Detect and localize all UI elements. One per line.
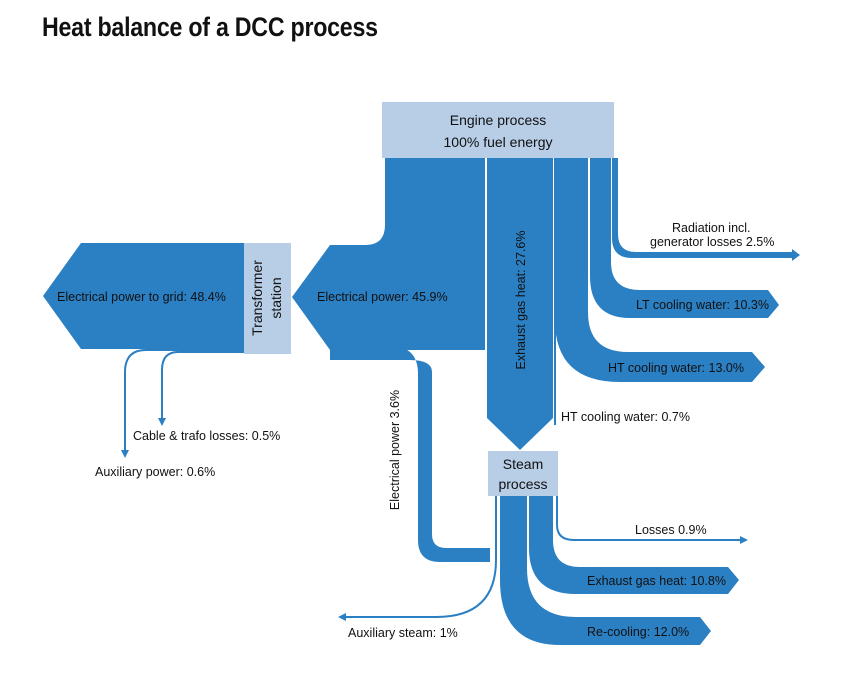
transformer-station-box xyxy=(244,243,291,354)
losses-line xyxy=(556,495,742,541)
electrical-power-grid-label: Electrical power to grid: 48.4% xyxy=(57,290,226,304)
transformer-station-sublabel: station xyxy=(268,277,284,318)
steam-process-box xyxy=(488,451,558,496)
cable-trafo-losses-label: Cable & trafo losses: 0.5% xyxy=(133,429,280,443)
exhaust-gas-heat-flow xyxy=(487,158,553,450)
electrical-power-steam-flow xyxy=(330,346,490,562)
re-cooling-flow xyxy=(500,495,711,645)
electrical-power-steam-label: Electrical power 3.6% xyxy=(388,390,402,510)
auxiliary-steam-line xyxy=(344,495,497,618)
lt-cooling-label: LT cooling water: 10.3% xyxy=(636,298,769,312)
auxiliary-power-label: Auxiliary power: 0.6% xyxy=(95,465,215,479)
electrical-power-flow xyxy=(292,158,485,350)
ht-cooling-label: HT cooling water: 13.0% xyxy=(608,361,744,375)
re-cooling-label: Re-cooling: 12.0% xyxy=(587,625,689,639)
engine-process-label: Engine process xyxy=(450,112,547,128)
steam-exhaust-gas-heat-flow xyxy=(529,495,739,594)
ht-cooling-flow xyxy=(555,158,765,382)
exhaust-gas-heat-label: Exhaust gas heat: 27.6% xyxy=(514,231,528,370)
steam-process-label: Steam xyxy=(503,456,543,472)
radiation-label: Radiation incl. xyxy=(672,221,751,235)
transformer-station-label: Transformer xyxy=(249,260,265,336)
losses-label: Losses 0.9% xyxy=(635,523,707,537)
losses-arrowhead xyxy=(740,536,748,544)
auxiliary-steam-arrowhead xyxy=(338,613,346,621)
auxiliary-power-arrowhead xyxy=(121,450,129,458)
auxiliary-steam-label: Auxiliary steam: 1% xyxy=(348,626,458,640)
steam-exhaust-gas-heat-label: Exhaust gas heat: 10.8% xyxy=(587,574,726,588)
engine-process-box xyxy=(382,102,614,158)
ht-cooling-small-label: HT cooling water: 0.7% xyxy=(561,410,690,424)
auxiliary-power-line xyxy=(124,349,246,452)
cable-trafo-arrowhead xyxy=(158,418,166,426)
electrical-power-label: Electrical power: 45.9% xyxy=(317,290,448,304)
lt-cooling-flow xyxy=(590,158,779,318)
steam-process-sublabel: process xyxy=(498,476,547,492)
radiation-sublabel: generator losses 2.5% xyxy=(650,235,774,249)
electrical-power-grid-flow xyxy=(43,243,244,349)
page-title: Heat balance of a DCC process xyxy=(42,12,378,42)
engine-process-sublabel: 100% fuel energy xyxy=(444,134,553,150)
cable-trafo-losses-line xyxy=(161,351,246,420)
